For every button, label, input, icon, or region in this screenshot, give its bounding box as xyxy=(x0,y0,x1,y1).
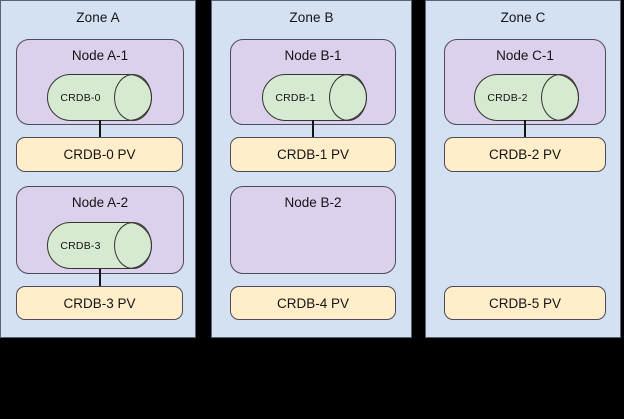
database-label-crdb-0: CRDB-0 xyxy=(60,91,101,104)
pv-box-crdb-5[interactable]: CRDB-5 PV xyxy=(444,286,606,320)
connector-b-1 xyxy=(312,120,314,138)
pv-box-crdb-3[interactable]: CRDB-3 PV xyxy=(16,286,183,320)
cylinder-cap xyxy=(114,222,152,269)
node-box-b-1[interactable]: Node B-1 CRDB-1 xyxy=(230,39,396,125)
database-cylinder-crdb-0[interactable]: CRDB-0 xyxy=(47,74,152,121)
zone-title-a: Zone A xyxy=(76,10,120,25)
cylinder-cap xyxy=(541,74,579,121)
database-label-crdb-1: CRDB-1 xyxy=(275,91,316,104)
database-cylinder-crdb-3[interactable]: CRDB-3 xyxy=(47,222,152,269)
database-cylinder-crdb-2[interactable]: CRDB-2 xyxy=(474,74,579,121)
node-label-a-2: Node A-2 xyxy=(71,195,129,210)
zone-panel-c: Zone C Node C-1 CRDB-2 CRDB-2 PV CRDB-5 … xyxy=(425,0,621,338)
node-box-c-1[interactable]: Node C-1 CRDB-2 xyxy=(444,39,606,125)
node-label-a-1: Node A-1 xyxy=(71,48,129,63)
zone-title-b: Zone B xyxy=(289,10,334,25)
pv-box-crdb-4[interactable]: CRDB-4 PV xyxy=(230,286,396,320)
cylinder-cap xyxy=(114,74,152,121)
node-box-b-2[interactable]: Node B-2 xyxy=(230,186,396,274)
connector-a-2 xyxy=(99,269,101,287)
cylinder-cap xyxy=(329,74,367,121)
connector-a-1 xyxy=(99,120,101,138)
node-label-c-1: Node C-1 xyxy=(496,48,554,63)
database-cylinder-crdb-1[interactable]: CRDB-1 xyxy=(262,74,367,121)
database-label-crdb-2: CRDB-2 xyxy=(487,91,528,104)
pv-box-crdb-0[interactable]: CRDB-0 PV xyxy=(16,137,183,172)
node-label-b-1: Node B-1 xyxy=(284,48,342,63)
zone-title-c: Zone C xyxy=(500,10,546,25)
zone-panel-b: Zone B Node B-1 CRDB-1 CRDB-1 PV Node B-… xyxy=(211,0,412,338)
node-box-a-2[interactable]: Node A-2 CRDB-3 xyxy=(16,186,184,274)
pv-box-crdb-1[interactable]: CRDB-1 PV xyxy=(230,137,396,172)
database-label-crdb-3: CRDB-3 xyxy=(60,239,101,252)
node-box-a-1[interactable]: Node A-1 CRDB-0 xyxy=(16,39,184,125)
pv-box-crdb-2[interactable]: CRDB-2 PV xyxy=(444,137,606,172)
node-label-b-2: Node B-2 xyxy=(284,195,342,210)
connector-c-1 xyxy=(524,120,526,138)
zone-panel-a: Zone A Node A-1 CRDB-0 CRDB-0 PV Node A-… xyxy=(0,0,196,338)
